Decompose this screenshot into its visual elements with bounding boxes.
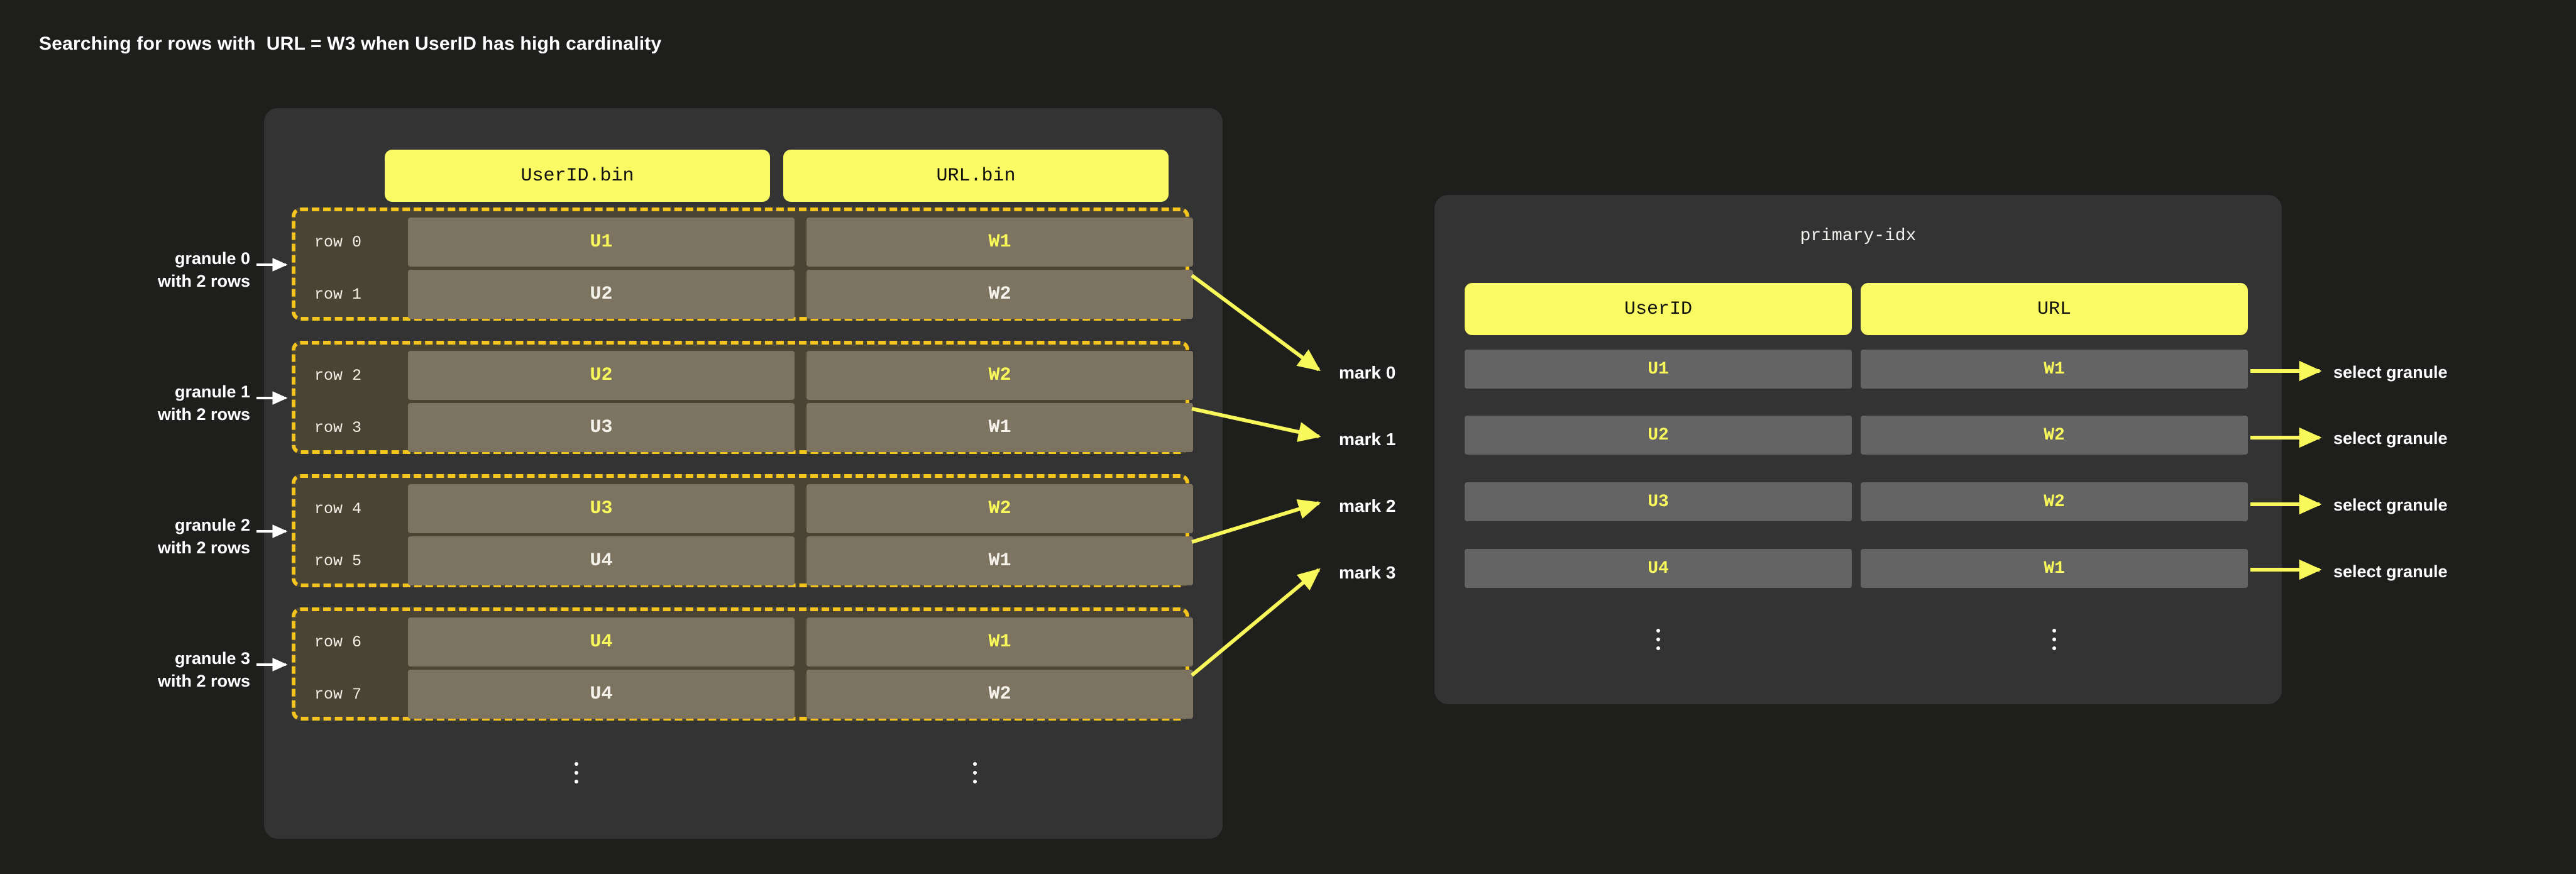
data-cell-url: W1 <box>806 403 1193 452</box>
select-granule-label-0: select granule <box>2333 363 2448 382</box>
row-label: row 6 <box>314 633 362 651</box>
granule-box-2: row 4 row 5 U3 W2 U4 W1 <box>292 474 1193 587</box>
data-cell-url: W2 <box>806 270 1193 319</box>
granule-caption-3: granule 3 with 2 rows <box>43 647 250 693</box>
index-cell-userid: U1 <box>1465 350 1852 389</box>
select-granule-label-2: select granule <box>2333 495 2448 514</box>
data-cell-userid: U3 <box>408 484 795 533</box>
row-label: row 0 <box>314 233 362 252</box>
row-label: row 3 <box>314 418 362 437</box>
index-cell-url: W2 <box>1861 482 2248 521</box>
granule-caption-2: granule 2 with 2 rows <box>43 514 250 560</box>
mark-label-1: mark 1 <box>1339 429 1396 449</box>
vertical-ellipsis-icon <box>575 762 578 783</box>
data-cell-url: W2 <box>806 351 1193 400</box>
mark-label-0: mark 0 <box>1339 363 1396 382</box>
row-label: row 7 <box>314 685 362 704</box>
data-cell-url: W2 <box>806 484 1193 533</box>
data-cell-userid: U4 <box>408 617 795 667</box>
vertical-ellipsis-icon <box>2052 629 2056 650</box>
index-cell-url: W1 <box>1861 549 2248 588</box>
page-title: Searching for rows with URL = W3 when Us… <box>39 33 662 54</box>
granule-caption-line2: with 2 rows <box>157 272 250 291</box>
select-granule-label-3: select granule <box>2333 562 2448 581</box>
vertical-ellipsis-icon <box>973 762 977 783</box>
granule-caption-line1: granule 1 <box>174 382 250 401</box>
data-cell-url: W1 <box>806 536 1193 585</box>
data-cell-userid: U2 <box>408 351 795 400</box>
granule-box-1: row 2 row 3 U2 W2 U3 W1 <box>292 341 1193 454</box>
data-cell-userid: U4 <box>408 670 795 719</box>
row-label: row 4 <box>314 499 362 518</box>
index-cell-url: W2 <box>1861 416 2248 455</box>
mark-label-2: mark 2 <box>1339 496 1396 516</box>
data-cell-userid: U4 <box>408 536 795 585</box>
index-header-url: URL <box>1861 283 2248 335</box>
row-label: row 1 <box>314 285 362 304</box>
granule-caption-line1: granule 2 <box>174 516 250 534</box>
column-header-url-bin: URL.bin <box>783 150 1169 202</box>
row-label: row 5 <box>314 551 362 570</box>
granule-caption-line2: with 2 rows <box>157 405 250 424</box>
index-cell-url: W1 <box>1861 350 2248 389</box>
index-cell-userid: U3 <box>1465 482 1852 521</box>
granule-caption-1: granule 1 with 2 rows <box>43 380 250 426</box>
data-cell-url: W1 <box>806 617 1193 667</box>
index-cell-userid: U2 <box>1465 416 1852 455</box>
data-cell-userid: U3 <box>408 403 795 452</box>
granule-caption-line2: with 2 rows <box>157 538 250 558</box>
index-header-userid: UserID <box>1465 283 1852 335</box>
granule-box-3: row 6 row 7 U4 W1 U4 W2 <box>292 607 1193 721</box>
granule-caption-line1: granule 0 <box>174 249 250 268</box>
vertical-ellipsis-icon <box>1656 629 1660 650</box>
row-label: row 2 <box>314 366 362 385</box>
primary-index-title: primary-idx <box>1800 226 1917 246</box>
data-cell-userid: U2 <box>408 270 795 319</box>
mark-label-3: mark 3 <box>1339 563 1396 582</box>
select-granule-label-1: select granule <box>2333 429 2448 448</box>
data-cell-url: W1 <box>806 218 1193 267</box>
index-cell-userid: U4 <box>1465 549 1852 588</box>
granule-caption-line1: granule 3 <box>174 649 250 668</box>
granule-caption-line2: with 2 rows <box>157 672 250 691</box>
column-header-userid-bin: UserID.bin <box>385 150 770 202</box>
data-cell-url: W2 <box>806 670 1193 719</box>
granule-caption-0: granule 0 with 2 rows <box>43 247 250 293</box>
data-cell-userid: U1 <box>408 218 795 267</box>
granule-box-0: row 0 row 1 U1 W1 U2 W2 <box>292 207 1193 321</box>
